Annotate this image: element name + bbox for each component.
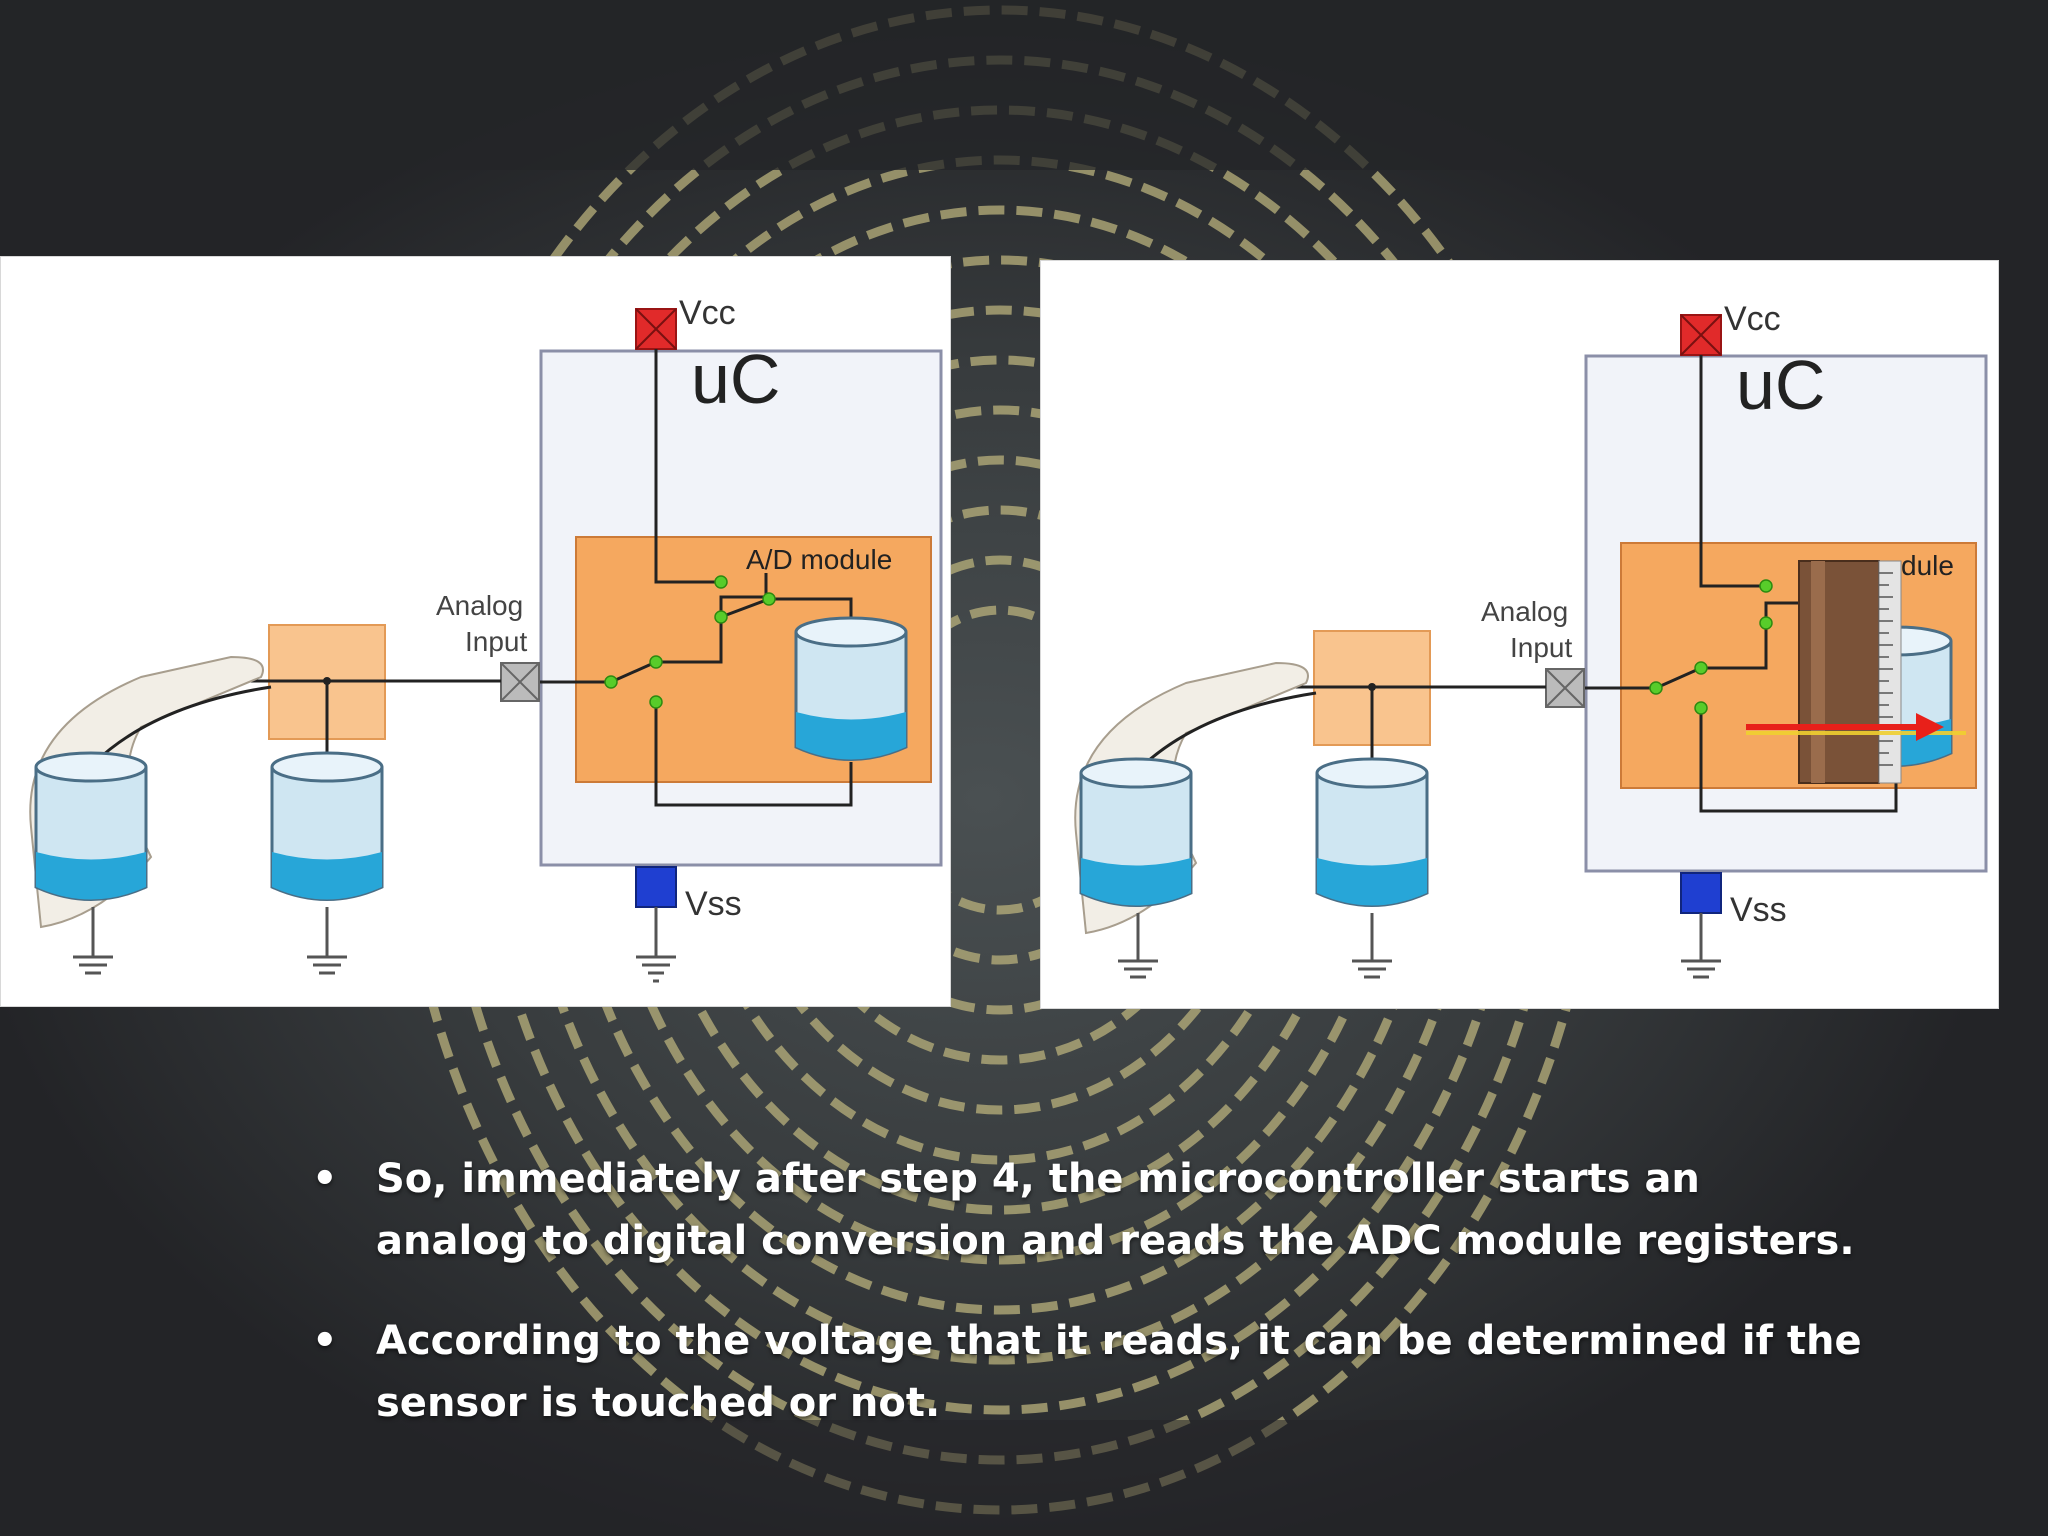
bullet-text: So, immediately after step 4, the microc… bbox=[376, 1156, 1855, 1264]
diagram-right: uC dule Vcc Vss bbox=[1040, 260, 1999, 1009]
uc-label: uC bbox=[691, 340, 780, 418]
vss-label: Vss bbox=[1730, 891, 1787, 929]
input-label: Input bbox=[465, 626, 527, 657]
finger-capacitance-beaker bbox=[34, 751, 148, 901]
ad-module-label: dule bbox=[1901, 550, 1954, 581]
vss-terminal bbox=[635, 866, 677, 908]
analog-label: Analog bbox=[436, 590, 523, 621]
sensor-capacitance-beaker bbox=[270, 751, 384, 901]
bullet-dot-icon: • bbox=[312, 1156, 338, 1202]
bullet-dot-icon: • bbox=[312, 1318, 338, 1364]
vss-terminal bbox=[1680, 872, 1722, 914]
adc-measurement-ruler bbox=[1798, 560, 1902, 784]
bullet-item: • So, immediately after step 4, the micr… bbox=[306, 1148, 1866, 1272]
circuit-diagram-left: uC A/D module Vcc Vss bbox=[29, 294, 943, 983]
uc-label: uC bbox=[1736, 346, 1825, 424]
bullet-text: According to the voltage that it reads, … bbox=[376, 1318, 1862, 1426]
circuit-diagram-right: uC dule Vcc Vss bbox=[1074, 300, 1988, 979]
finger-capacitance-beaker bbox=[1079, 757, 1193, 907]
diagram-left: uC A/D module Vcc Vss bbox=[0, 256, 951, 1007]
vcc-label: Vcc bbox=[679, 294, 736, 332]
sensor-capacitance-beaker bbox=[1315, 757, 1429, 907]
vss-label: Vss bbox=[685, 885, 742, 923]
vcc-label: Vcc bbox=[1724, 300, 1781, 338]
bullet-item: • According to the voltage that it reads… bbox=[306, 1310, 1866, 1434]
analog-label: Analog bbox=[1481, 596, 1568, 627]
sample-capacitor-beaker bbox=[794, 616, 908, 761]
level-arrow bbox=[1746, 713, 1966, 741]
ad-module-label: A/D module bbox=[746, 544, 892, 575]
input-label: Input bbox=[1510, 632, 1572, 663]
bullet-list: • So, immediately after step 4, the micr… bbox=[306, 1148, 1866, 1472]
